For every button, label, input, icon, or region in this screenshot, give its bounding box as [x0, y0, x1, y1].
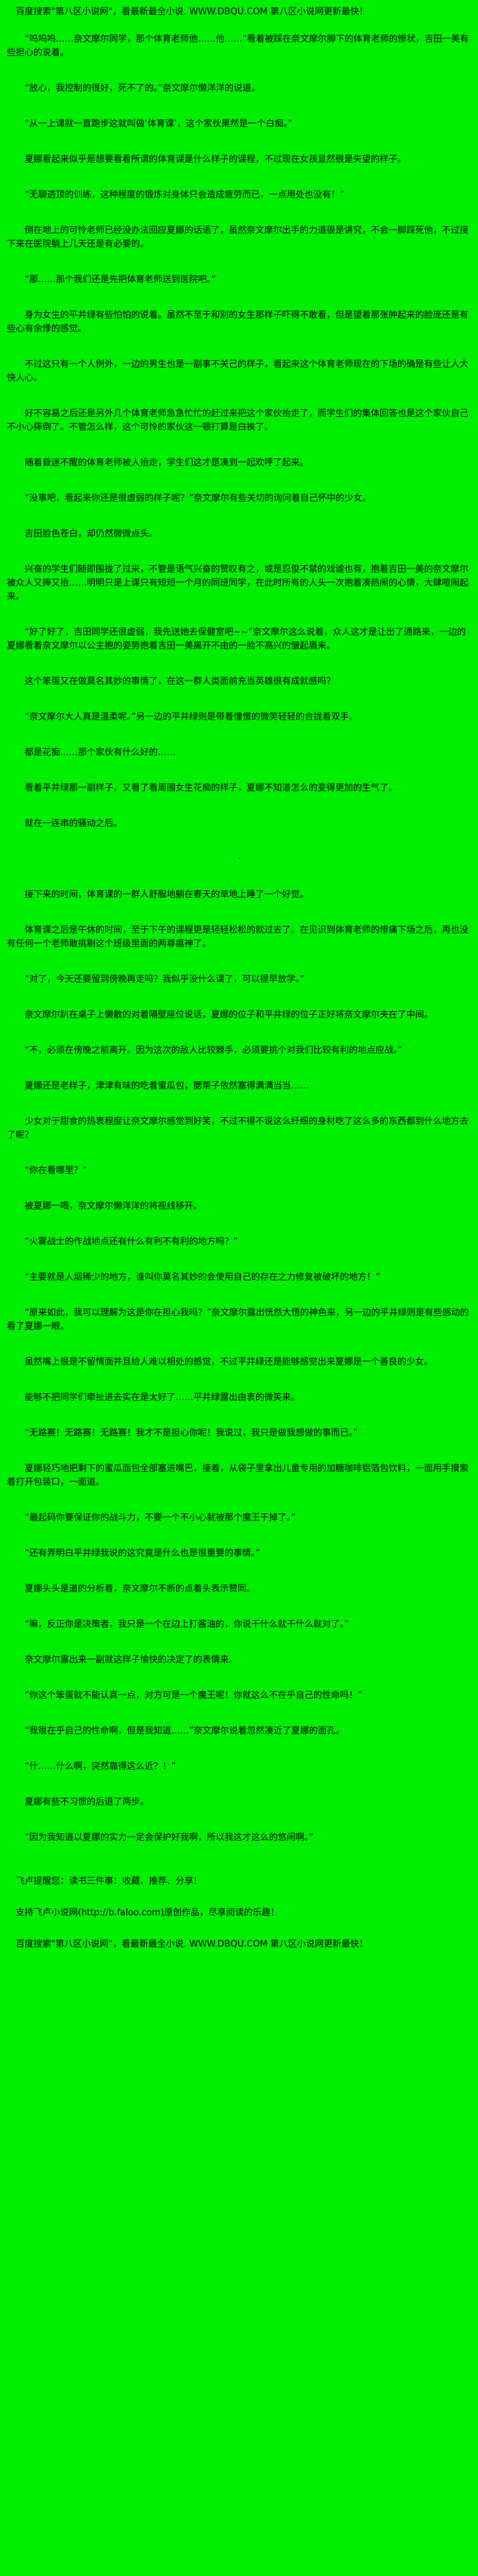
novel-paragraph: 兴奋的学生们随即围拢了过来，不管是语气兴奋的赞叹有之，或是忍俊不禁的戏谑也有，抱… — [7, 564, 469, 602]
footer-support: 支持飞卢小说网(http://b.faloo.com)原创作品，尽享阅读的乐趣！ — [16, 1908, 280, 1918]
novel-paragraph: 倒在地上的可怜老师已经没办法回应夏娜的话语了，虽然奈文摩尔出手的力道很是讲究，不… — [7, 225, 469, 249]
novel-paragraph: 能够不把同学们牵扯进去实在是太好了……平井绿露出由衷的微笑来。 — [25, 1393, 300, 1403]
novel-paragraph: “无路赛！无路赛！无路赛！我才不是担心你呢！我说过，我只是做我想做的事而已。” — [25, 1428, 358, 1438]
footer-promo: 百度搜索"第八区小说网"，看最新最全小说. WWW.DBQU.COM 第八区小说… — [16, 1939, 368, 1949]
novel-paragraph: “无聊透顶的训练，这种程度的锻炼对身体只会造成疲劳而已，一点用处也没有！” — [25, 190, 345, 200]
novel-paragraph: “没事吧，看起来你还是很虚弱的样子呢？”奈文摩尔有些关切的询问着自己怀中的少女。 — [25, 493, 371, 504]
novel-paragraph: “我很在乎自己的性命啊，但是我知道……”奈文摩尔说着忽然凑近了夏娜的面孔。 — [25, 1726, 345, 1736]
novel-paragraph: · — [237, 854, 241, 864]
novel-paragraph: 就在一连串的骚动之后。 — [25, 819, 123, 829]
novel-paragraph: “呜呜呜……奈文摩尔同学，那个体育老师他……他……”看着被踩在奈文摩尔脚下的体育… — [7, 34, 469, 58]
novel-paragraph: “不，必须在傍晚之前离开。因为这次的敌人比较棘手，必须要挑个对我们比较有利的地点… — [25, 1045, 402, 1056]
novel-content: “呜呜呜……奈文摩尔同学，那个体育老师他……他……”看着被踩在奈文摩尔脚下的体育… — [7, 33, 471, 1845]
novel-paragraph: 随着昏迷不醒的体育老师被人抬走，学生们这才是凑到一起欢呼了起来。 — [25, 458, 309, 468]
novel-paragraph: 奈文摩尔趴在桌子上懒散的对着隔壁座位说话，夏娜的位子和平井绿的位子正好将奈文摩尔… — [25, 1010, 434, 1020]
novel-paragraph: 虽然嘴上很是不留情面并且给人难以相处的感觉，不过平井绿还是能够感觉出来夏娜是一个… — [25, 1357, 434, 1367]
novel-paragraph: “从一上课就一直跑步这就叫做‘体育课’，这个家伙果然是一个白痴。” — [25, 119, 293, 129]
novel-paragraph: 少女对于甜食的热衷程度让奈文摩尔感觉到好笑，不过不得不说这么纤细的身材吃了这么多… — [7, 1116, 469, 1140]
novel-paragraph: 不过这只有一个人例外，一边的男生也是一副事不关己的样子，看起来这个体育老师现在的… — [7, 359, 469, 383]
novel-paragraph: “对了，今天还要留到傍晚再走吗？我似乎没什么课了，可以提早放学。” — [25, 974, 305, 985]
novel-paragraph: 好不容易之后还是另外几个体育老师急急忙忙的赶过来把这个家伙抬走了，而学生们的集体… — [7, 409, 469, 433]
novel-paragraph: “还有弄明白平井绿我说的这究竟是什么也是很重要的事情。” — [25, 1548, 260, 1559]
novel-paragraph: “主要就是人烟稀少的地方，谁叫你莫名其妙的会使用自己的存在之力修复被破坏的地方！… — [25, 1272, 380, 1283]
novel-paragraph: “好了好了，吉田同学还很虚弱，我先送她去保健室吧~~”奈文摩尔这么说着，众人这才… — [7, 627, 466, 651]
novel-paragraph: “火雾战士的作战地点还有什么有利不有利的地方吗？” — [25, 1237, 238, 1247]
novel-paragraph: “因为我知道以夏娜的实力一定会保护好我啊，所以我这才这么的悠闲啊。” — [25, 1833, 313, 1843]
novel-paragraph: 身为女生的平井绿有些怕怕的说着。虽然不至于和别的女生那样子吓得不敢看，但是望着那… — [7, 310, 469, 334]
novel-paragraph: “你在看哪里？” — [25, 1166, 87, 1176]
novel-paragraph: “放心，我控制的很好，死不了的。”奈文摩尔懒洋洋的说道。 — [25, 83, 260, 94]
novel-paragraph: “嘛，反正你是决策者，我只是一个在边上打酱油的，你说干什么就干什么就对了。” — [25, 1619, 349, 1630]
novel-paragraph: “原来如此，我可以理解为这是你在担心我吗？”奈文摩尔露出恍然大悟的神色来，另一边… — [7, 1308, 469, 1332]
novel-paragraph: 接下来的时间，体育课的一群人舒服地躺在春天的草地上睡了一个好觉。 — [25, 890, 309, 900]
novel-paragraph: 夏娜还是老样子，津津有味的吃着蜜瓜包，腮帮子依然塞得满满当当…… — [25, 1081, 309, 1091]
novel-paragraph: “奈文摩尔大人真是温柔呢。”另一边的平井绿则是带着憧憬的微笑轻轻的合拢着双手。 — [25, 712, 358, 722]
novel-paragraph: “最起码你要保证你的战斗力，不要一个不小心就被那个魔王干掉了。” — [25, 1513, 296, 1523]
footer: 飞卢提醒您：读书三件事：收藏、推荐、分享！ 支持飞卢小说网(http://b.f… — [7, 1875, 471, 1951]
novel-paragraph: “你这个笨蛋就不能认真一点，对方可是一个魔王呢！你就这么不在乎自己的性命吗！” — [25, 1690, 363, 1701]
novel-paragraph: 看着平井绿那一副样子，又看了看周围女生花痴的样子，夏娜不知道怎么的变得更加的生气… — [25, 783, 398, 793]
novel-paragraph: 夏娜轻巧地把剩下的蜜瓜面包全部塞进嘴巴，接着，从袋子里拿出儿童专用的加糖咖啡铝箔… — [7, 1464, 469, 1488]
novel-paragraph: 夏娜看起来似乎是想要看看所谓的体育课是什么样子的课程，不过现在女孩显然很是失望的… — [25, 154, 407, 165]
novel-paragraph: 夏娜头头是道的分析着，奈文摩尔不断的点着头表示赞同。 — [25, 1584, 256, 1594]
novel-paragraph: “什……什么啊，突然靠得这么近？！” — [25, 1762, 176, 1772]
footer-reminder: 飞卢提醒您：读书三件事：收藏、推荐、分享！ — [16, 1876, 203, 1887]
novel-paragraph: 夏娜有些不习惯的后退了两步。 — [25, 1797, 150, 1807]
header-promo: 百度搜索"第八区小说网"，看最新最全小说. WWW.DBQU.COM 第八区小说… — [16, 7, 368, 17]
novel-paragraph: 都是花痴……那个家伙有什么好的…… — [25, 748, 176, 758]
novel-paragraph: 体育课之后是午休的时间，至于下午的课程更是轻轻松松的就过去了。在见识到体育老师的… — [7, 925, 469, 949]
novel-paragraph: “那……那个我们还是先把体育老师送到医院吧。” — [25, 275, 216, 285]
novel-paragraph: 奈文摩尔露出来一副就这样子愉快的决定了的表情来。 — [25, 1655, 238, 1665]
novel-paragraph: 吉田脸色苍白，却仍然微微点头。 — [25, 529, 158, 539]
novel-paragraph: 这个笨蛋又在做莫名其妙的事情了，在这一群人类面前充当英雄很有成就感吗？ — [25, 676, 336, 687]
novel-paragraph: 被夏娜一喝，奈文摩尔懒洋洋的将视线移开。 — [25, 1201, 203, 1211]
